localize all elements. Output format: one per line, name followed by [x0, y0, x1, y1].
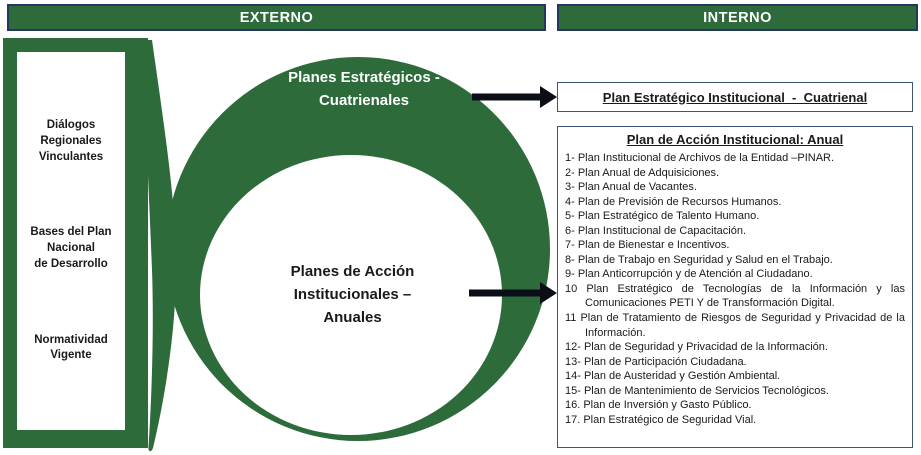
arrow-action-icon — [469, 282, 557, 304]
action-plans-label: Planes de Acción Institucionales – Anual… — [290, 263, 415, 326]
action-plan-title: Plan de Acción Institucional: Anual — [626, 132, 844, 147]
plan-list-item: 16. Plan de Inversión y Gasto Público. — [565, 399, 752, 412]
external-input-item: Diálogos Regionales Vinculantes — [38, 118, 104, 163]
interno-header: INTERNO — [557, 4, 918, 31]
plan-list-item: 9- Plan Anticorrupción y de Atención al … — [565, 268, 813, 281]
external-input-item: Bases del Plan Nacional de Desarrollo — [30, 226, 112, 270]
plan-list-item: 10 Plan Estratégico de Tecnologías de la… — [565, 282, 905, 310]
strategic-plan-box: Plan Estratégico Institucional - Cuatrie… — [557, 82, 913, 112]
plan-list-item: 7- Plan de Bienestar e Incentivos. — [565, 239, 730, 252]
plan-list-item: 15- Plan de Mantenimiento de Servicios T… — [565, 384, 829, 397]
plan-list-item: 13- Plan de Participación Ciudadana. — [565, 355, 747, 368]
external-input-item: Normatividad Vigente — [34, 333, 108, 362]
externo-header-label: EXTERNO — [239, 9, 314, 26]
plan-list-item: 14- Plan de Austeridad y Gestión Ambient… — [565, 370, 781, 383]
plan-list-item: 17. Plan Estratégico de Seguridad Vial. — [565, 413, 757, 426]
plan-list-item: 2- Plan Anual de Adquisiciones. — [565, 166, 720, 179]
plan-list-item: 3- Plan Anual de Vacantes. — [565, 181, 697, 194]
strategic-plan-title: Plan Estratégico Institucional - Cuatrie… — [602, 89, 868, 105]
plan-list-item: 4- Plan de Previsión de Recursos Humanos… — [565, 195, 782, 208]
plan-list-item: 11 Plan de Tratamiento de Riesgos de Seg… — [565, 312, 905, 339]
plan-list-item: 6- Plan Institucional de Capacitación. — [565, 224, 746, 237]
strategic-cycle-ring — [166, 57, 550, 441]
externo-header: EXTERNO — [7, 4, 546, 31]
interno-header-label: INTERNO — [703, 9, 772, 26]
strategic-plans-label: Planes Estratégicos - Cuatrienales — [288, 69, 440, 109]
action-plan-box: Plan de Acción Institucional: Anual 1- P… — [557, 126, 913, 448]
plan-list-item: 8- Plan de Trabajo en Seguridad y Salud … — [565, 253, 833, 266]
plan-list-item: 5- Plan Estratégico de Talento Humano. — [565, 210, 760, 223]
action-plan-list: 1- Plan Institucional de Archivos de la … — [565, 151, 905, 427]
plan-list-item: 12- Plan de Seguridad y Privacidad de la… — [565, 341, 828, 354]
plan-list-item: 1- Plan Institucional de Archivos de la … — [565, 152, 835, 164]
